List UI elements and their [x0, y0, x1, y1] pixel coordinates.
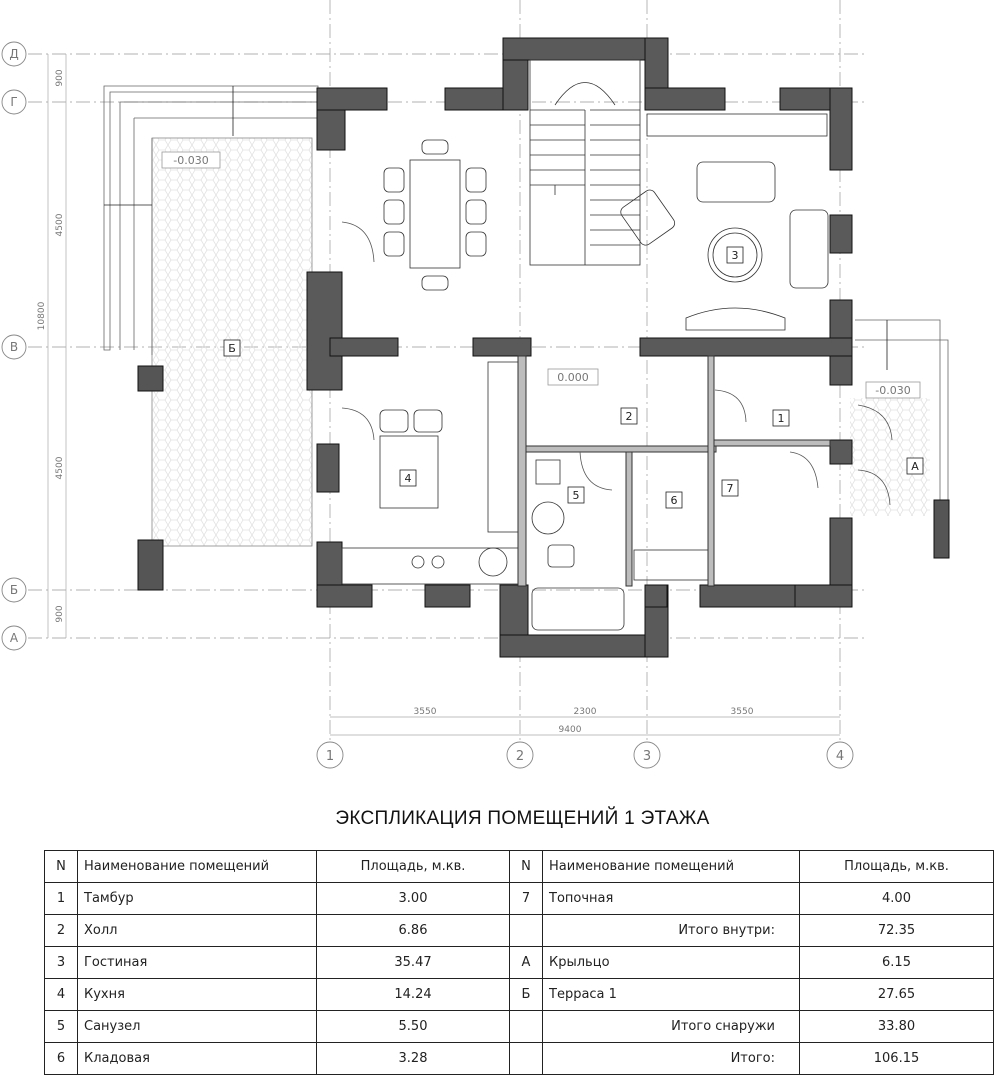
dim-bottom: 2300 [574, 707, 597, 717]
table-row: 3 Гостиная 35.47 А Крыльцо 6.15 [44, 946, 994, 979]
room-tag-boxes [223, 246, 924, 509]
room-name: Топочная [542, 882, 800, 915]
table-row: 6 Кладовая 3.28 Итого: 106.15 [44, 1042, 994, 1075]
room-tag: 1 [778, 412, 785, 425]
dim-bottom: 3550 [731, 707, 754, 717]
row-number: Б [509, 978, 543, 1011]
grid-col-label: 2 [516, 749, 524, 764]
dim-bottom: 9400 [559, 725, 582, 735]
living-furniture [620, 113, 829, 331]
room-tag: 2 [626, 410, 633, 423]
room-tag: 4 [405, 472, 412, 485]
level-mark: 0.000 [557, 371, 589, 384]
room-tag: 5 [573, 489, 580, 502]
room-name: Терраса 1 [542, 978, 800, 1011]
room-area: 72.35 [799, 914, 994, 947]
partitions [517, 355, 831, 587]
row-number: 7 [509, 882, 543, 915]
room-area: 4.00 [799, 882, 994, 915]
room-area: 3.00 [316, 882, 510, 915]
table-header-row: N Наименование помещений Площадь, м.кв. … [44, 850, 994, 883]
dim-bottom: 3550 [414, 707, 437, 717]
room-name: Холл [77, 914, 317, 947]
room-area: 6.86 [316, 914, 510, 947]
dining-furniture [383, 139, 487, 291]
row-number: 4 [44, 978, 78, 1011]
rooms-table: N Наименование помещений Площадь, м.кв. … [44, 850, 994, 1075]
room-area: 5.50 [316, 1010, 510, 1043]
room-name: Кладовая [77, 1042, 317, 1075]
dim-left: 10800 [37, 301, 47, 330]
row-number [509, 914, 543, 947]
grid-col-label: 1 [326, 749, 334, 764]
header-cell: Площадь, м.кв. [799, 850, 994, 883]
dim-left: 4500 [55, 456, 65, 479]
row-number: 6 [44, 1042, 78, 1075]
room-name: Крыльцо [542, 946, 800, 979]
table-row: 2 Холл 6.86 Итого внутри: 72.35 [44, 914, 994, 947]
room-tag: 3 [732, 249, 739, 262]
grid-row-label: Г [10, 95, 17, 109]
kitchen-furniture [341, 361, 519, 585]
subtotal-label: Итого внутри: [542, 914, 800, 947]
dimension-lines [47, 54, 840, 736]
room-area: 6.15 [799, 946, 994, 979]
floor-plan: Д Г В Б А 1 2 3 4 900 4500 10800 4500 90… [1, 0, 950, 769]
grid-axis-bubbles [1, 41, 854, 769]
dim-left: 900 [55, 605, 65, 622]
room-area: 3.28 [316, 1042, 510, 1075]
dim-left: 4500 [55, 213, 65, 236]
room-name: Тамбур [77, 882, 317, 915]
walls [306, 37, 853, 658]
bathroom-fixtures [531, 459, 709, 631]
header-cell: Площадь, м.кв. [316, 850, 510, 883]
explication-title: ЭКСПЛИКАЦИЯ ПОМЕЩЕНИЙ 1 ЭТАЖА [335, 808, 710, 829]
row-number: 2 [44, 914, 78, 947]
level-mark: -0.030 [173, 154, 208, 167]
grid-row-label: В [10, 340, 18, 354]
room-name: Санузел [77, 1010, 317, 1043]
row-number [509, 1010, 543, 1043]
table-row: 1 Тамбур 3.00 7 Топочная 4.00 [44, 882, 994, 915]
row-number: 3 [44, 946, 78, 979]
table-row: 4 Кухня 14.24 Б Терраса 1 27.65 [44, 978, 994, 1011]
room-name: Кухня [77, 978, 317, 1011]
room-area: 35.47 [316, 946, 510, 979]
room-area: 33.80 [799, 1010, 994, 1043]
grid-row-label: Д [9, 47, 18, 61]
row-number: 1 [44, 882, 78, 915]
grid-col-label: 3 [643, 749, 651, 764]
level-mark: -0.030 [875, 384, 910, 397]
dim-left: 900 [55, 69, 65, 86]
staircase [529, 59, 641, 266]
room-area: 27.65 [799, 978, 994, 1011]
row-number: А [509, 946, 543, 979]
porch [850, 319, 950, 559]
door-swings [341, 221, 893, 506]
grid-row-label: Б [10, 583, 18, 597]
room-tag: 6 [671, 494, 678, 507]
header-cell: N [44, 850, 78, 883]
header-cell: Наименование помещений [77, 850, 317, 883]
header-cell: N [509, 850, 543, 883]
room-area: 106.15 [799, 1042, 994, 1075]
room-tag: А [911, 460, 919, 473]
row-number [509, 1042, 543, 1075]
grid-col-label: 4 [836, 749, 844, 764]
total-label: Итого: [542, 1042, 800, 1075]
table-row: 5 Санузел 5.50 Итого снаружи 33.80 [44, 1010, 994, 1043]
row-number: 5 [44, 1010, 78, 1043]
subtotal-label: Итого снаружи [542, 1010, 800, 1043]
room-tag: 7 [727, 482, 734, 495]
room-name: Гостиная [77, 946, 317, 979]
room-area: 14.24 [316, 978, 510, 1011]
room-tag: Б [228, 342, 236, 355]
header-cell: Наименование помещений [542, 850, 800, 883]
grid-row-label: А [10, 631, 19, 645]
